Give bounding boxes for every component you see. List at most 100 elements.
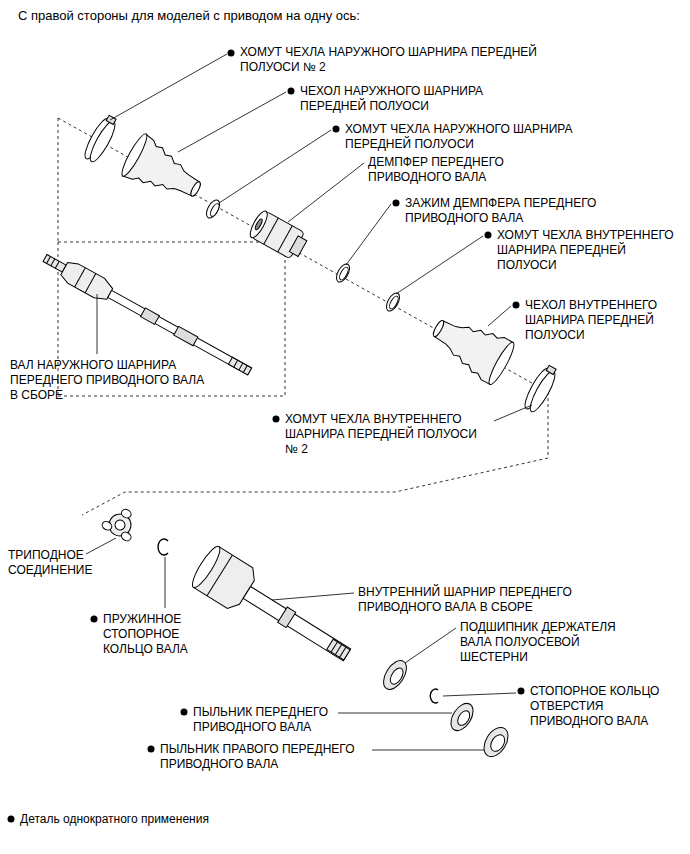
illustration-part — [118, 132, 209, 212]
illustration-part — [110, 54, 227, 120]
illustration-part — [273, 416, 280, 423]
illustration-part — [513, 302, 520, 309]
illustration-part — [384, 291, 402, 313]
illustration-part — [207, 555, 232, 596]
illustration-part — [548, 392, 549, 458]
illustration-part — [338, 713, 452, 714]
illustration-part — [479, 723, 513, 761]
illustration-part — [289, 236, 306, 257]
illustration-part — [278, 607, 296, 628]
illustration-part — [479, 723, 513, 761]
illustration-part — [97, 294, 98, 354]
illustration-part — [443, 693, 516, 696]
illustration-part — [120, 508, 133, 520]
part-label: ХОМУТ ЧЕХЛА НАРУЖНОГО ШАРНИРА ПЕРЕДНЕЙ П… — [240, 45, 560, 75]
illustration-part — [58, 118, 59, 242]
illustration-part — [81, 113, 120, 165]
part-label: ПОДШИПНИК ДЕРЖАТЕЛЯ ВАЛА ПОЛУОСЕВОЙ ШЕСТ… — [460, 620, 640, 665]
part-label: ВАЛ НАРУЖНОГО ШАРНИРА ПЕРЕДНЕГО ПРИВОДНО… — [10, 358, 215, 403]
illustration-part — [346, 204, 391, 265]
illustration-part — [546, 365, 556, 374]
illustration-part — [239, 363, 243, 370]
illustration-part — [188, 543, 224, 590]
illustration-part — [118, 132, 150, 179]
illustration-part — [372, 750, 484, 751]
illustration-part — [388, 295, 400, 310]
illustration-part — [43, 255, 66, 273]
illustration-part — [209, 202, 221, 217]
illustration-part — [178, 92, 286, 152]
illustration-part — [228, 357, 251, 375]
illustration-part — [393, 200, 400, 207]
illustration-part — [432, 319, 446, 338]
illustration-part — [335, 645, 341, 655]
illustration-part — [338, 266, 350, 281]
illustration-part — [86, 118, 119, 164]
illustration-part — [101, 502, 143, 542]
illustration-part — [518, 688, 525, 695]
part-label: ТРИПОДНОЕ СОЕДИНЕНИЕ — [8, 548, 108, 578]
illustration-part — [101, 520, 114, 532]
part-label: ПРУЖИННОЕ СТОПОРНОЕ КОЛЬЦО ВАЛА — [103, 612, 213, 657]
illustration-part — [59, 259, 115, 303]
illustration-part — [331, 642, 337, 652]
illustration-part — [247, 209, 310, 262]
illustration-part — [141, 308, 160, 325]
part-label: ХОМУТ ЧЕХЛА НАРУЖНОГО ШАРНИРА ПЕРЕДНЕЙ П… — [345, 122, 615, 152]
part-label: ПЫЛЬНИК ПРАВОГО ПЕРЕДНЕГО ПРИВОДНОГО ВАЛ… — [160, 742, 385, 772]
illustration-part — [254, 218, 263, 230]
illustration-part — [396, 236, 483, 294]
illustration-part — [243, 366, 247, 373]
illustration-part — [285, 242, 286, 396]
illustration-part — [158, 539, 168, 555]
illustration-part — [181, 709, 188, 716]
illustration-part — [82, 458, 548, 515]
part-label: ЗАЖИМ ДЕМПФЕРА ПЕРЕДНЕГО ПРИВОДНОГО ВАЛА — [405, 196, 640, 226]
illustration-part — [8, 816, 15, 823]
illustration-part — [58, 242, 285, 243]
illustration-part — [340, 647, 346, 657]
illustration-part — [51, 259, 55, 266]
part-label: ХОМУТ ЧЕХЛА ВНУТРЕННЕГО ШАРНИРА ПЕРЕДНЕЙ… — [285, 412, 491, 457]
illustration-part — [272, 593, 354, 600]
illustration-part — [488, 306, 511, 326]
illustration-part — [58, 396, 285, 397]
illustration-part — [333, 126, 340, 133]
illustration-part — [446, 700, 477, 735]
legend-text: Деталь однократного применения — [20, 812, 209, 827]
illustration-part — [106, 115, 116, 124]
illustration-part — [55, 261, 59, 268]
illustration-part — [485, 340, 517, 387]
illustration-part — [430, 689, 438, 703]
illustration-part — [264, 218, 279, 244]
part-label: ДЕМПФЕР ПЕРЕДНЕГО ПРИВОДНОГО ВАЛА — [368, 155, 558, 185]
illustration-part — [327, 639, 350, 660]
illustration-part — [85, 274, 96, 293]
illustration-part — [234, 360, 238, 367]
illustration-part — [455, 709, 472, 728]
diagram-title: С правой стороны для моделей с приводом … — [18, 8, 360, 24]
part-label: ЧЕХОЛ НАРУЖНОГО ШАРНИРА ПЕРЕДНЕЙ ПОЛУОСИ — [300, 84, 525, 114]
illustration-part — [228, 50, 235, 57]
illustration-part — [278, 226, 293, 252]
part-label: СТОПОРНОЕ КОЛЬЦО ОТВЕРСТИЯ ПРИВОДНОГО ВА… — [530, 684, 682, 729]
part-label: ВНУТРЕННИЙ ШАРНИР ПЕРЕДНЕГО ПРИВОДНОГО В… — [358, 585, 613, 615]
illustration-part — [247, 209, 270, 240]
illustration-part — [526, 368, 559, 414]
illustration-part — [148, 746, 155, 753]
illustration-part — [113, 518, 127, 532]
illustration-part — [424, 306, 517, 387]
illustration-part — [488, 732, 508, 754]
illustration-part — [405, 628, 456, 663]
illustration-part — [288, 163, 364, 222]
illustration-part — [86, 538, 116, 554]
illustration-part — [334, 262, 352, 284]
illustration-part — [494, 405, 532, 421]
illustration-part — [485, 232, 492, 239]
illustration-part — [75, 268, 86, 287]
illustration-part — [91, 616, 98, 623]
illustration-part — [204, 198, 222, 220]
illustration-part — [204, 198, 222, 220]
part-label: ПЫЛЬНИК ПЕРЕДНЕГО ПРИВОДНОГО ВАЛА — [193, 705, 358, 735]
